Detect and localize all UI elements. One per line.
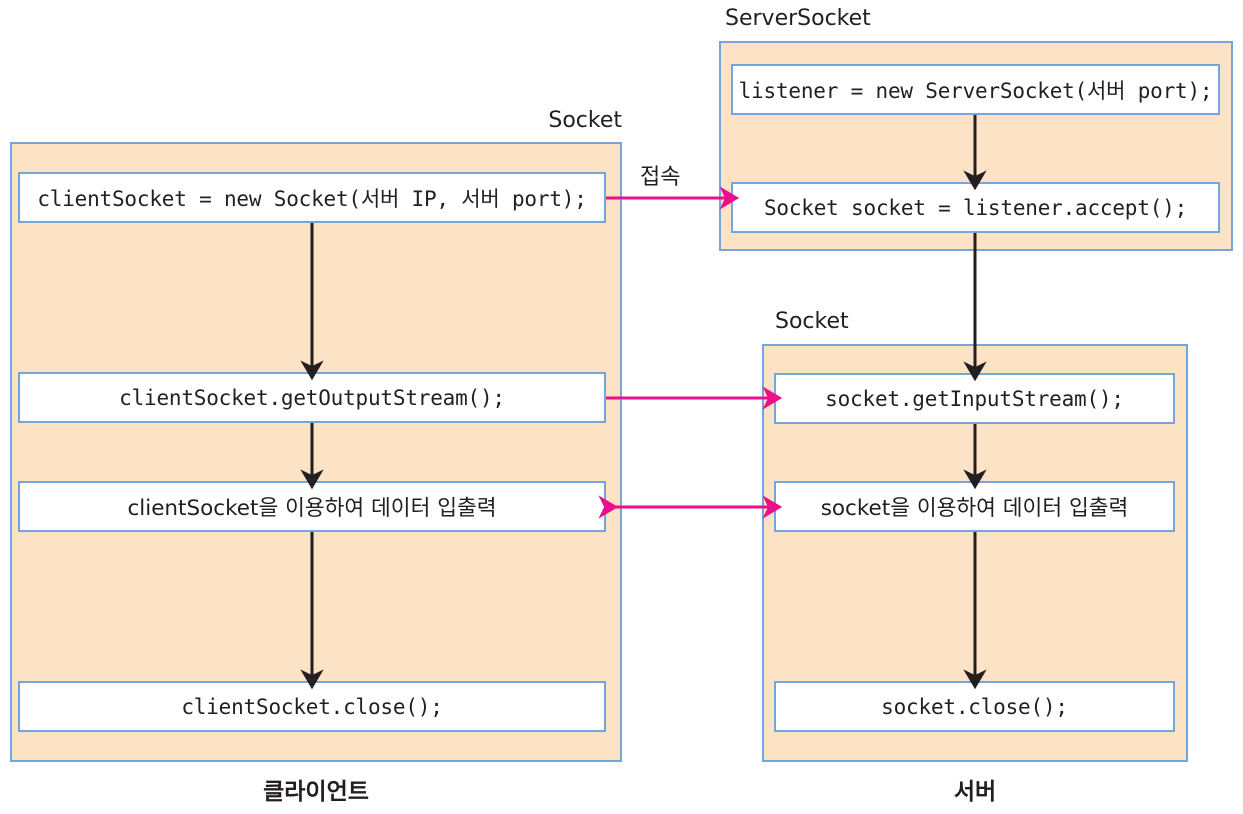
client-caption: 클라이언트	[263, 779, 369, 805]
connect-arrow-label: 접속	[640, 165, 681, 190]
server-step-accept: Socket socket = listener.accept();	[731, 182, 1220, 233]
server-step-data-io: socket을 이용하여 데이터 입출력	[774, 481, 1175, 532]
client-step-close: clientSocket.close();	[18, 681, 606, 732]
server-step-close: socket.close();	[774, 681, 1175, 732]
client-socket-panel	[10, 142, 622, 762]
client-step-new-socket: clientSocket = new Socket(서버 IP, 서버 port…	[18, 172, 606, 223]
client-panel-title: Socket	[548, 108, 622, 133]
client-step-get-output-stream: clientSocket.getOutputStream();	[18, 372, 606, 423]
server-step-get-input-stream: socket.getInputStream();	[774, 373, 1175, 424]
server-step-new-serversocket: listener = new ServerSocket(서버 port);	[731, 64, 1220, 115]
server-caption: 서버	[953, 779, 997, 805]
client-step-data-io: clientSocket을 이용하여 데이터 입출력	[18, 481, 606, 532]
server-socket-panel-title: Socket	[775, 309, 849, 334]
serversocket-panel-title: ServerSocket	[725, 6, 871, 31]
